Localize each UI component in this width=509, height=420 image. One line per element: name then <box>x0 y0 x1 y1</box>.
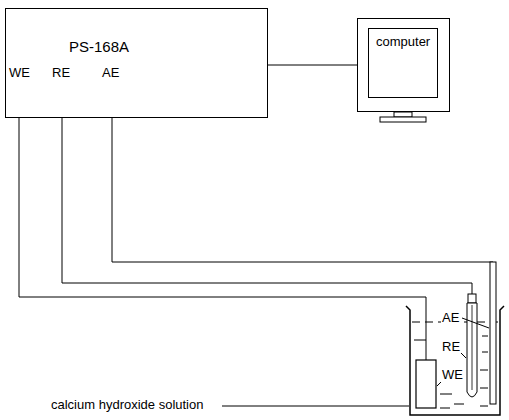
leader-line <box>462 318 489 328</box>
leader-line <box>222 406 409 407</box>
electrode-label: RE <box>441 340 461 355</box>
electrode-label: WE <box>441 368 464 383</box>
computer-monitor: computer <box>357 18 450 112</box>
we-electrode <box>416 360 436 408</box>
electrode-label: AE <box>441 311 460 326</box>
beaker <box>406 306 504 415</box>
node-text: computer <box>376 35 430 50</box>
ae-wire <box>112 97 493 262</box>
we-wire <box>19 97 426 360</box>
solution-surface <box>412 322 498 408</box>
monitor-neck <box>394 112 412 117</box>
re-tube <box>467 303 477 397</box>
terminal-label: RE <box>51 66 71 81</box>
terminal-label: WE <box>8 66 31 81</box>
re-wire <box>62 97 472 296</box>
monitor-screen: computer <box>368 28 438 98</box>
instrument-box: PS-168A <box>5 8 268 118</box>
terminal-label: AE <box>101 66 120 81</box>
re-inner <box>472 305 473 390</box>
cable-connector <box>268 65 357 66</box>
node-text: PS-168A <box>69 38 129 55</box>
monitor-base <box>380 117 426 122</box>
ae-rod <box>490 262 496 404</box>
re-cap <box>468 294 476 303</box>
solution-label: calcium hydroxide solution <box>50 398 204 413</box>
